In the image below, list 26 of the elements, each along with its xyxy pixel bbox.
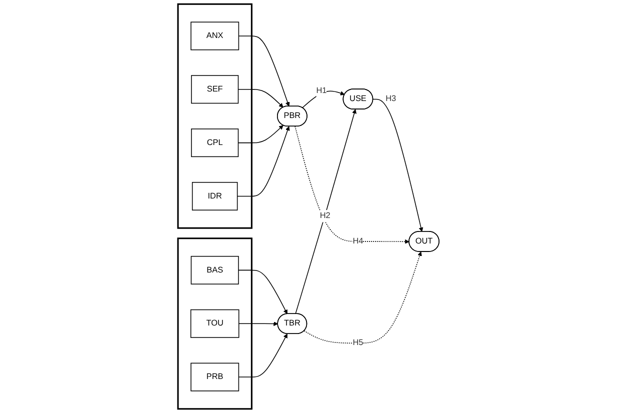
arrow (238, 270, 288, 314)
arrow (238, 36, 290, 107)
arrow (294, 126, 410, 244)
node-box: BAS (190, 256, 239, 284)
cluster (177, 238, 252, 410)
node-box: PRB (190, 362, 240, 392)
edge-label: H3 (386, 94, 396, 104)
arrow (302, 90, 345, 108)
arrow (238, 125, 284, 144)
node-box: IDR (192, 182, 238, 210)
node-box: ANX (190, 22, 240, 50)
arrow (372, 98, 424, 232)
arrow (238, 334, 288, 378)
node-box: SEF (191, 75, 239, 104)
node-box: CPL (191, 128, 239, 158)
arrow (236, 126, 290, 197)
edge-label: H1 (316, 86, 327, 95)
edge-label: H2 (320, 212, 330, 220)
arrow (295, 109, 356, 314)
arrow (238, 89, 284, 108)
edge-label: H5 (352, 338, 364, 348)
arrow (238, 322, 278, 326)
node-box: TOU (190, 309, 240, 338)
cluster (177, 3, 252, 229)
arrow (304, 252, 422, 344)
edge-label: H4 (352, 236, 364, 246)
